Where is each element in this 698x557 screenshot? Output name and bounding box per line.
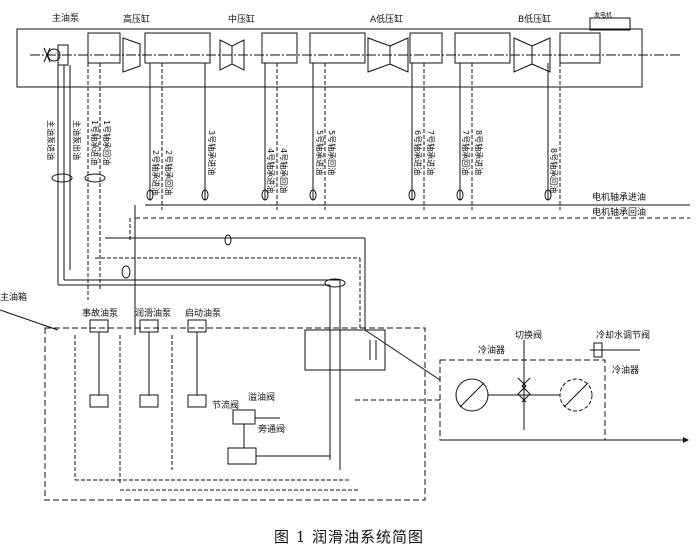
pump-1-suction: [89, 394, 109, 408]
pipe-label-2: 主油泵出油: [72, 120, 82, 160]
pipe-label-9: 4号轴承回油: [279, 148, 289, 193]
ip-cylinder-label: 中压缸: [228, 13, 255, 25]
cooler-labels: 冷油器 冷油器 切换阀 冷却水调节阀: [478, 329, 650, 376]
throttle-valve-label: 节流阀: [212, 399, 239, 411]
water-valve-label: 冷却水调节阀: [596, 329, 650, 341]
pipe-label-1: 主油泵进油: [46, 120, 56, 160]
pipe-label-3: 1号轴承进油: [90, 120, 100, 165]
pipe-label-16: 8号轴承回油: [549, 148, 559, 193]
bearing-box-7: [454, 32, 511, 64]
switch-valve-label: 切换阀: [515, 329, 542, 341]
hp-cylinder-label: 高压缸: [123, 13, 150, 25]
bearing-box-2-3: [144, 32, 211, 64]
hp-cylinder-shape: [122, 37, 141, 73]
pipe-label-8: 4号轴承进油: [266, 148, 276, 193]
cooler-1-label: 冷油器: [478, 344, 505, 356]
bearing-pipes: [51, 63, 561, 300]
oil-tank: [0, 309, 426, 501]
pipe-labels: 主油泵进油 主油泵出油 1号轴承进油 1号轴承回油 2号轴承进油 2号轴承回油 …: [46, 120, 559, 195]
tank-labels: 主油箱 事故油泵 润滑油泵 启动油泵 节流阀 溢油阀 旁通阀: [0, 291, 285, 435]
bearing-box-6: [409, 32, 443, 64]
cooler-2-label: 冷油器: [612, 364, 639, 376]
main-pump-body: [57, 44, 69, 66]
pipe-label-11: 5号轴承回油: [327, 130, 337, 175]
throttle-valve: [232, 409, 256, 425]
relief-valve-label: 溢油阀: [248, 391, 275, 403]
pump-2-label: 润滑油泵: [135, 307, 171, 319]
main-pump-symbol: [47, 48, 61, 62]
pipe-label-7: 3号轴承进油: [207, 130, 217, 175]
gen-oil-in-label: 电机轴承进油: [592, 191, 646, 203]
oil-headers: [58, 204, 690, 470]
pipe-label-5: 2号轴承进油: [151, 150, 161, 195]
drain-chamber: [304, 329, 386, 371]
pipe-label-12: 6号轴承进油: [413, 130, 423, 175]
pipe-label-13: 7号轴承进油: [426, 130, 436, 175]
lp-b-cylinder-shape: [513, 37, 551, 73]
pipe-label-4: 1号轴承回油: [102, 120, 112, 165]
bearing-box-8: [559, 32, 601, 64]
pump-1-head: [89, 319, 109, 333]
turbine-labels: 主油泵 高压缸 中压缸 A低压缸 B低压缸 发电机: [52, 11, 612, 25]
tank-label: 主油箱: [0, 291, 27, 303]
main-pump-label: 主油泵: [52, 12, 79, 24]
pipe-label-6: 2号轴承回油: [164, 150, 174, 195]
switch-valve-symbol: [517, 377, 527, 403]
tank-outline: [44, 327, 426, 501]
ip-cylinder-shape: [219, 39, 245, 71]
figure-caption: 图 1 润滑油系统简图: [273, 528, 425, 546]
pump-2-head: [139, 319, 159, 333]
lp-a-cylinder-shape: [367, 37, 409, 73]
relief-valve-body: [227, 447, 257, 465]
pipe-label-14: 7号轴承回油: [461, 130, 471, 175]
cooler-section: [355, 329, 689, 443]
bypass-valve-label: 旁通阀: [258, 423, 285, 435]
gen-oil-out-label: 电机轴承回油: [592, 206, 646, 218]
bearing-box-5: [309, 32, 366, 64]
lp-a-label: A低压缸: [370, 13, 403, 25]
pump-3-label: 启动油泵: [185, 307, 221, 319]
lp-b-label: B低压缸: [518, 13, 551, 25]
bearing-box-1: [87, 32, 121, 64]
generator-label: 发电机: [594, 11, 612, 19]
header-labels: 电机轴承进油 电机轴承回油: [592, 191, 646, 218]
bearing-box-4: [261, 32, 298, 64]
pipe-label-15: 8号轴承进油: [474, 130, 484, 175]
unit-outline: [16, 28, 643, 88]
pump-2-suction: [139, 394, 159, 408]
pump-3-head: [187, 319, 207, 333]
pump-1-label: 事故油泵: [82, 307, 118, 319]
turbine-unit: [16, 17, 680, 88]
pump-3-suction: [187, 394, 207, 408]
pipe-label-10: 5号轴承进油: [315, 130, 325, 175]
